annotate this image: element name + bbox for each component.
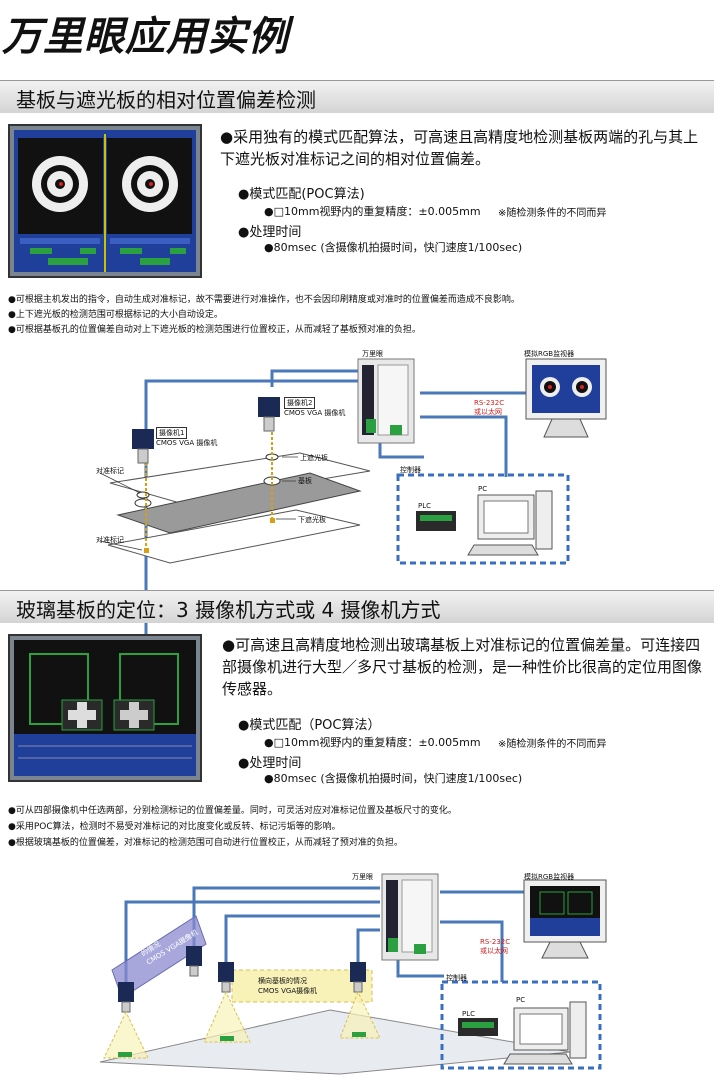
section2-screen-image [8,634,202,782]
d2-controller-label: 万里眼 [352,873,373,881]
section2-system-diagram: 万里眼 模拟RGB监视器 RS-232C 或以太网 控制器 PLC PC 纵向基… [0,862,714,1075]
section2-feature2-detail: ●80msec (含摄像机拍摄时间，快门速度1/100sec) [264,772,523,785]
section1-feature2-title: ●处理时间 [238,225,302,240]
section1-bullet-1: ●可根据主机发出的指令，自动生成对准标记，故不需要进行对准操作，也不会因印刷精度… [8,295,520,305]
section1-screen-image [8,124,202,278]
d2-monitor-label: 模拟RGB监视器 [524,873,575,881]
d2-comm-label: RS-232C 或以太网 [480,938,511,955]
d1-lower-plate-label: 下遮光板 [298,516,326,524]
section1-bullet-2: ●上下遮光板的检测范围可根据标记的大小自动设定。 [8,310,223,320]
d1-monitor-label: 模拟RGB监视器 [524,350,575,358]
section1-title: 基板与遮光板的相对位置偏差检测 [16,88,316,112]
d1-pc-label: PC [478,485,488,493]
d1-cam1-desc: CMOS VGA 摄像机 [156,439,218,447]
d1-substrate-label: 基板 [298,477,312,485]
d1-cam2-desc: CMOS VGA 摄像机 [284,409,346,417]
d1-mark-label-b: 对准标记 [96,536,124,544]
d1-comm-label: RS-232C 或以太网 [474,399,505,416]
page-title: 万里眼应用实例 [2,14,289,60]
d2-control-box-label: 控制器 [446,974,467,982]
d2-plc-label: PLC [462,1010,476,1018]
section2-feature1-note: ※随检测条件的不同而异 [498,739,607,750]
section2-feature1-title: ●模式匹配（POC算法） [238,718,381,733]
section1-header-bar [0,80,714,113]
section2-feature2-title: ●处理时间 [238,756,302,771]
d2-pc-label: PC [516,996,526,1004]
d1-cam1-tag: 摄像机1 [156,427,188,439]
d1-upper-plate-label: 上遮光板 [300,454,328,462]
section2-bullet-1: ●可从四部摄像机中任选两部，分别检测标记的位置偏差量。同时，可灵活对应对准标记位… [8,806,457,816]
section2-header-bar [0,590,714,623]
section2-description: ●可高速且高精度地检测出玻璃基板上对准标记的位置偏差量。可连接四部摄像机进行大型… [222,636,703,698]
section2-bullet-3: ●根据玻璃基板的位置偏差，对准标记的检测范围可自动进行位置校正，从而减轻了预对准… [8,838,403,848]
section2-bullet-2: ●采用POC算法，检测时不易受对准标记的对比度变化或反转、标记污垢等的影响。 [8,822,341,832]
section2-feature1-detail: ●□10mm视野内的重复精度：±0.005mm [264,736,481,749]
section1-feature1-detail: ●□10mm视野内的重复精度：±0.005mm [264,205,481,218]
d1-control-box-label: 控制器 [400,466,421,474]
section2-title: 玻璃基板的定位：3 摄像机方式或 4 摄像机方式 [16,598,441,622]
d1-controller-label: 万里眼 [362,350,383,358]
section1-feature2-detail: ●80msec (含摄像机拍摄时间，快门速度1/100sec) [264,241,523,254]
d2-horizontal-case-label: 横向基板的情况 CMOS VGA摄像机 [258,977,318,995]
section1-description: ●采用独有的模式匹配算法，可高速且高精度地检测基板两端的孔与其上下遮光板对准标记… [220,128,699,168]
section1-feature1-title: ●模式匹配(POC算法) [238,187,365,202]
section1-bullet-3: ●可根据基板孔的位置偏差自动对上下遮光板的检测范围进行位置校正，从而减轻了基板预… [8,325,421,335]
d1-plc-label: PLC [418,502,432,510]
d1-cam2-tag: 摄像机2 [284,397,316,409]
d1-mark-label-a: 对准标记 [96,467,124,475]
section1-system-diagram: 万里眼 模拟RGB监视器 RS-232C 或以太网 控制器 PLC PC 摄像机… [0,345,714,755]
section1-feature1-note: ※随检测条件的不同而异 [498,208,607,219]
